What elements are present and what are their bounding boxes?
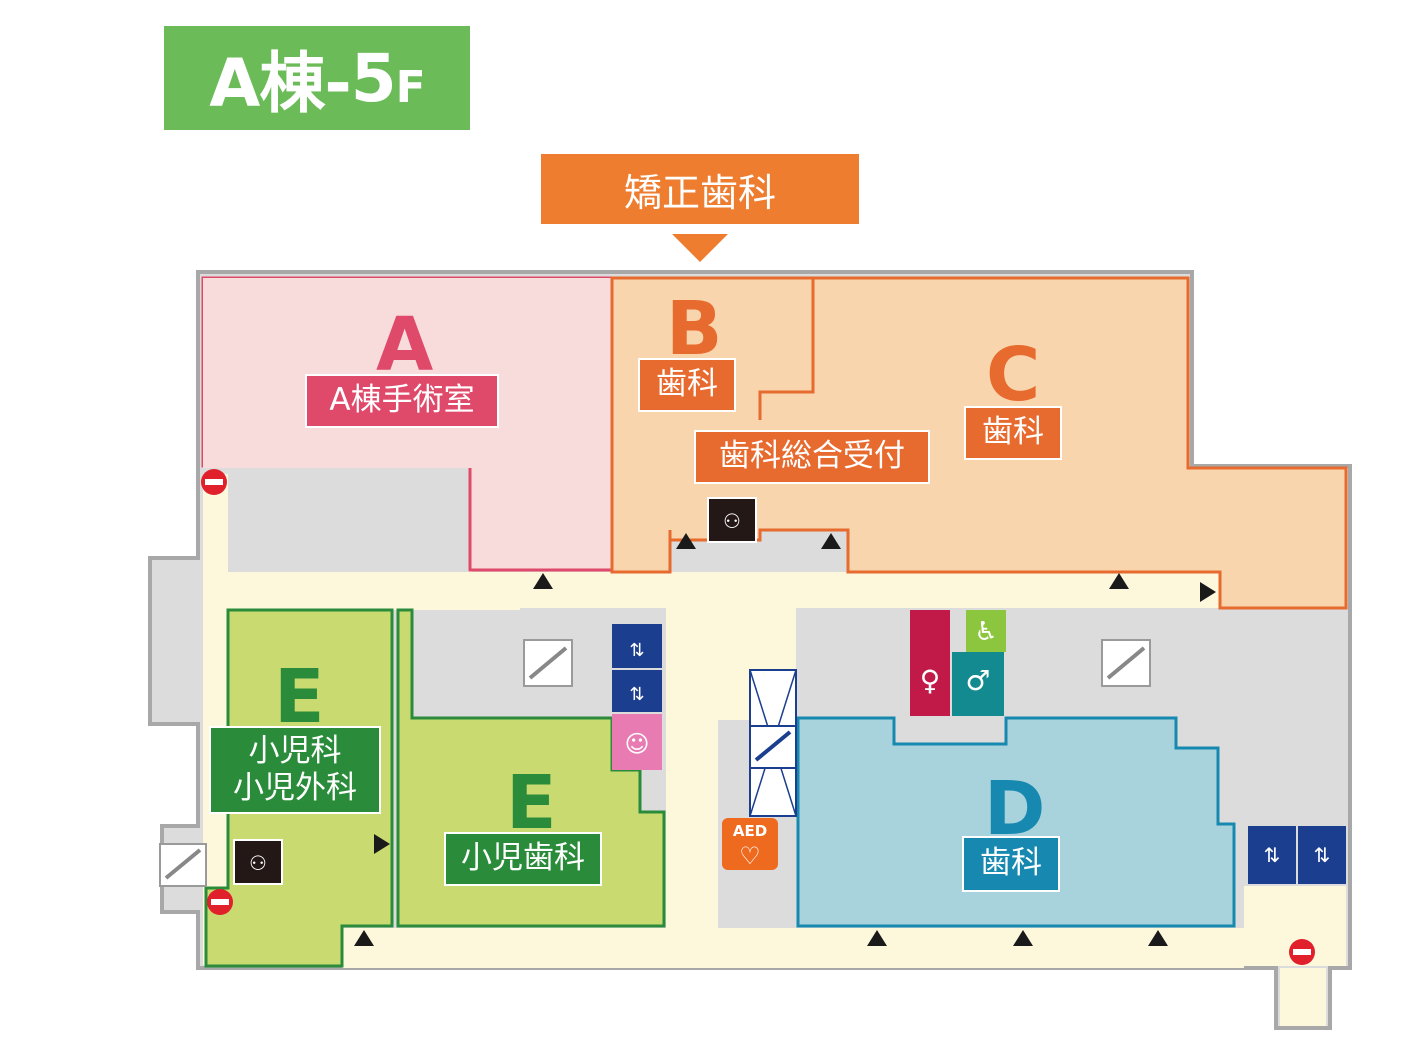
escalator-icon — [159, 843, 207, 887]
zone-d-dept-label[interactable]: 歯科 — [962, 836, 1060, 892]
corridor — [203, 474, 1220, 930]
svg-text:⇅: ⇅ — [1314, 843, 1331, 867]
floor-number: 5 — [350, 39, 397, 117]
destination-arrow-icon — [672, 234, 728, 262]
nursing-room-icon — [612, 714, 662, 770]
svg-text:⚇: ⚇ — [723, 509, 741, 533]
entrance-arrow-icon — [867, 930, 887, 946]
zone-e2-letter: E — [506, 760, 557, 846]
corridor-exit — [1280, 968, 1326, 1026]
zone-a-letter: A — [376, 302, 434, 388]
floor-title: A棟- — [209, 45, 351, 122]
aed-icon: AED ♡ — [722, 818, 778, 870]
no-entry-icon — [207, 889, 233, 915]
entrance-arrow-icon — [1109, 573, 1129, 589]
zone-d-letter: D — [984, 766, 1046, 852]
svg-text:⚇: ⚇ — [249, 851, 267, 875]
reception-icon: ⚇ — [233, 839, 283, 885]
floor-suffix: F — [395, 61, 426, 113]
zone-c-dept-label[interactable]: 歯科 — [964, 406, 1062, 460]
zone-b-letter: B — [666, 286, 723, 372]
inner-wall-east — [796, 608, 1346, 726]
svg-text:⇅: ⇅ — [629, 640, 644, 661]
entrance-arrow-icon — [354, 930, 374, 946]
elevator-icon — [1298, 826, 1346, 884]
zone-a-dept-label[interactable]: A棟手術室 — [305, 374, 499, 428]
zone-e1-letter: E — [274, 654, 325, 740]
entrance-arrow-icon — [1200, 582, 1216, 602]
elevator-icon — [612, 670, 662, 712]
svg-text:♀: ♀ — [920, 664, 941, 697]
elevator-icon — [1248, 826, 1296, 884]
entrance-arrow-icon — [374, 834, 390, 854]
restroom-women-icon — [910, 610, 950, 716]
zone-b-dept-label[interactable]: 歯科 — [638, 358, 736, 412]
accessible-restroom-icon — [966, 610, 1006, 652]
entrance-arrow-icon — [533, 573, 553, 589]
entrance-arrow-icon — [676, 533, 696, 549]
corridor-south — [342, 928, 1244, 968]
escalator-icon — [1101, 639, 1151, 687]
svg-text:♿: ♿ — [974, 617, 997, 647]
zone-b-divider — [758, 278, 815, 420]
elevator-icon — [612, 624, 662, 668]
entrance-arrow-icon — [821, 533, 841, 549]
reception-icon: ⚇ — [707, 497, 757, 543]
zone-d — [796, 716, 1236, 928]
svg-text:☺: ☺ — [624, 730, 649, 758]
entrance-arrows — [354, 533, 1216, 946]
zone-e2-dept-label[interactable]: 小児歯科 — [444, 832, 602, 886]
svg-text:⇅: ⇅ — [629, 684, 644, 705]
inner-wall-west — [228, 474, 468, 572]
entrance-arrow-icon — [1013, 930, 1033, 946]
svg-text:♂: ♂ — [965, 664, 990, 697]
floor-badge: A棟- 5 F — [164, 26, 470, 130]
no-entry-icon — [1289, 939, 1315, 965]
svg-text:♡: ♡ — [739, 842, 761, 870]
zone-e1-dept-label[interactable]: 小児科 小児外科 — [209, 726, 381, 814]
destination-label: 矯正歯科 — [541, 154, 859, 224]
zone-e1-dept-line1: 小児科 — [248, 732, 342, 769]
entrance-arrow-icon — [1148, 930, 1168, 946]
corridor-se — [1244, 886, 1346, 966]
no-entry-icon — [201, 469, 227, 495]
svg-text:AED: AED — [733, 822, 767, 840]
zone-e1-dept-line2: 小児外科 — [233, 770, 357, 806]
zone-c-letter: C — [986, 332, 1041, 418]
escalator-icon — [749, 725, 797, 769]
corridor-west — [203, 474, 228, 965]
escalator-icon — [523, 639, 573, 687]
restroom-men-icon — [952, 652, 1004, 716]
svg-text:⇅: ⇅ — [1264, 843, 1281, 867]
reception-label[interactable]: 歯科総合受付 — [694, 430, 930, 484]
